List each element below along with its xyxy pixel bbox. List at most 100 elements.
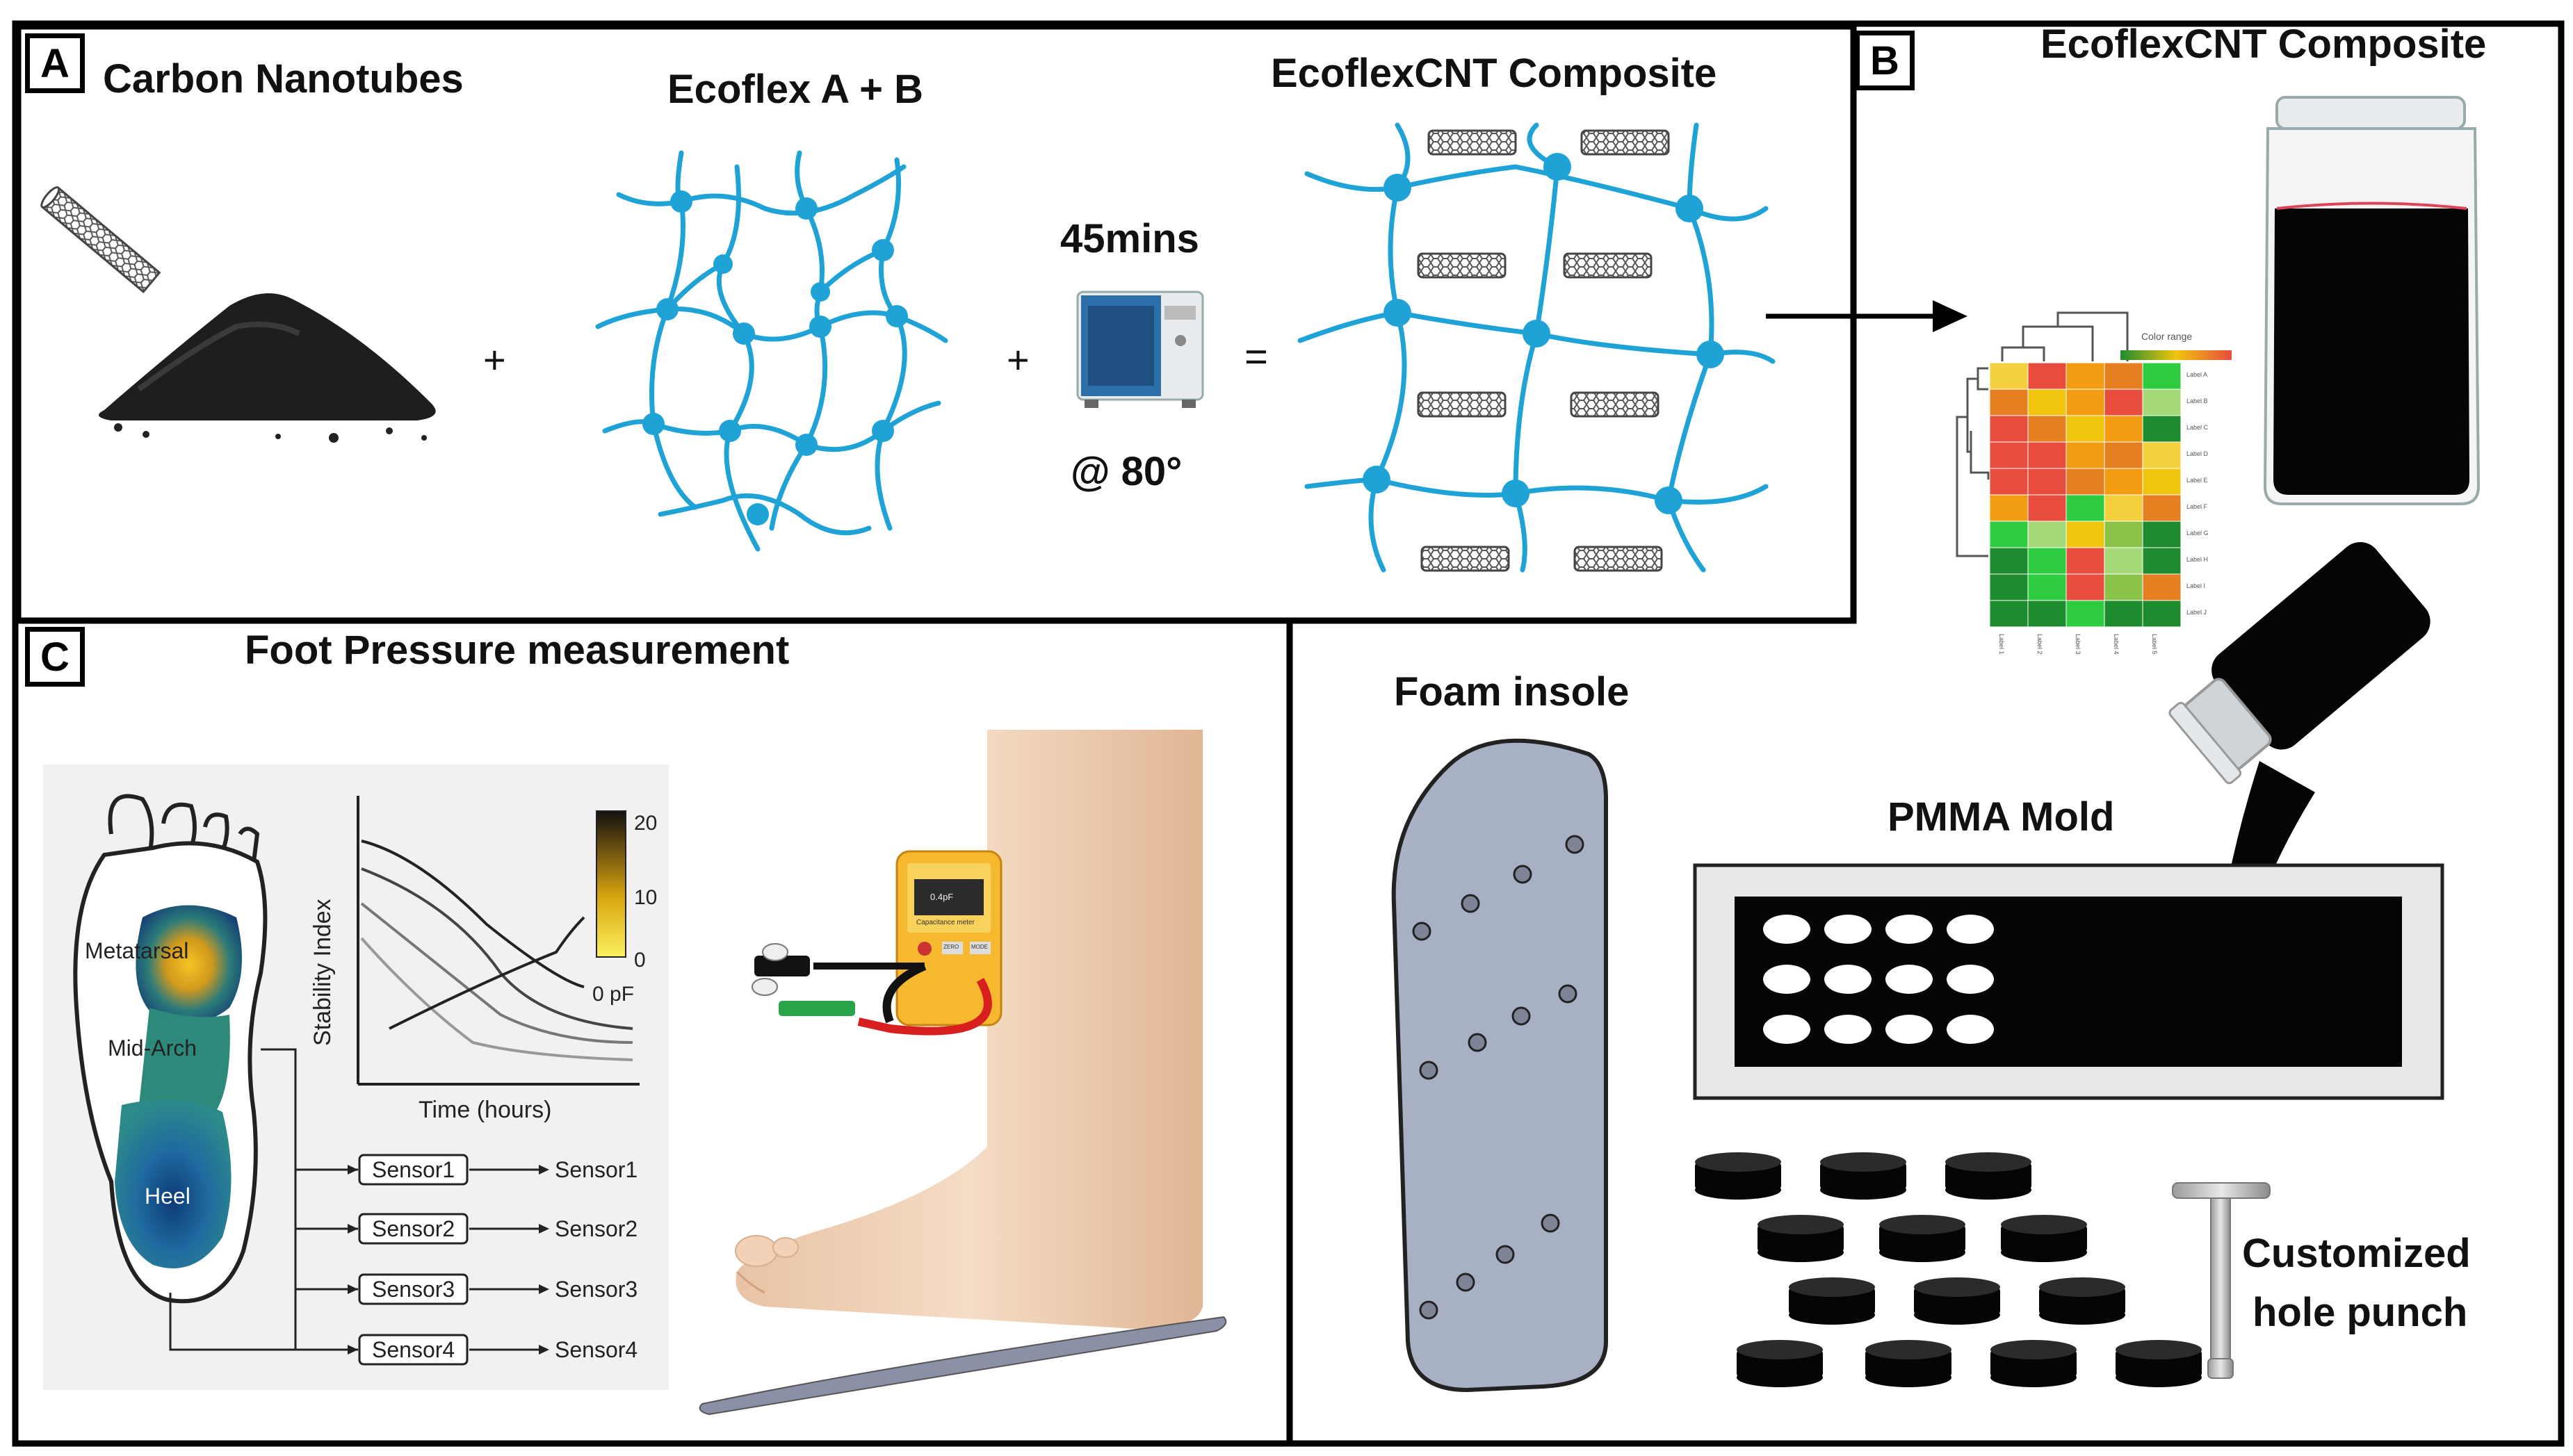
heatmap-col-label: Label 2 (2036, 634, 2043, 655)
composite-network-nodes (1363, 153, 1724, 514)
heatmap-cell (2065, 415, 2105, 443)
foam-insole-icon (1391, 738, 1608, 1393)
heatmap-cell (2065, 521, 2105, 548)
heatmap-cell (1989, 521, 2029, 548)
panel-c-letter: C (25, 627, 85, 687)
heatmap-cell (2065, 547, 2105, 575)
curve-3 (360, 902, 633, 1044)
heatmap-cell (1989, 573, 2029, 601)
heatmap-cell (2027, 468, 2067, 496)
heatmap-cell (2027, 441, 2067, 469)
mold-hole (1885, 915, 1933, 944)
b-composite-title: EcoflexCNT Composite (2040, 22, 2487, 67)
heatmap-cell (2027, 573, 2067, 601)
heatmap (1989, 362, 2182, 628)
heatmap-row-label: Label F (2186, 503, 2208, 510)
heatmap-row-label: Label D (2186, 450, 2209, 457)
heatmap-col-label: Label 4 (2113, 634, 2120, 655)
plus-sign-2: + (1007, 338, 1030, 382)
insole-hole (1565, 835, 1584, 854)
meter-btn-mode: MODE (971, 944, 988, 950)
heatmap-cell (2065, 600, 2105, 628)
insole-hole (1495, 1245, 1515, 1264)
pouring-bottle-icon (2168, 542, 2430, 785)
heatmap-cell (2027, 600, 2067, 628)
curve-5 (389, 916, 585, 1030)
heatmap-cell (2027, 494, 2067, 522)
insole-hole (1513, 865, 1532, 884)
heatmap-cell (2142, 415, 2182, 443)
mold-hole (1763, 965, 1810, 994)
heatmap-cell (2027, 415, 2067, 443)
heatmap-cell (2065, 441, 2105, 469)
stability-chart (357, 796, 640, 1086)
heatmap-col-label: Label 3 (2075, 634, 2081, 655)
heatmap-cell (2142, 494, 2182, 522)
heatmap-cell (2104, 494, 2143, 522)
heatmap-cell (2142, 600, 2182, 628)
heatmap-cell (2142, 468, 2182, 496)
mold-hole (1824, 965, 1872, 994)
heatmap-cell (2027, 362, 2067, 390)
pmma-mold-icon (1693, 863, 2444, 1100)
insole-hole (1558, 984, 1577, 1004)
heatmap-cell (1989, 468, 2029, 496)
cnt-puck (1789, 1277, 1875, 1325)
sensor-out-1: Sensor1 (555, 1157, 638, 1182)
cnt-puck (2001, 1215, 2087, 1262)
sensor-out-4: Sensor4 (555, 1337, 638, 1362)
heatmap-cell (2104, 547, 2143, 575)
heatmap-colorbar-title: Color range (2141, 331, 2193, 342)
insole-side-view (699, 1316, 1227, 1416)
insole-hole (1419, 1061, 1438, 1080)
heatmap-row-label: Label J (2186, 609, 2207, 616)
cnt-puck (2116, 1340, 2202, 1387)
mold-hole (1947, 915, 1994, 944)
cnt-puck (1914, 1277, 2000, 1325)
heatmap-cell (1989, 441, 2029, 469)
cnt-puck (2039, 1277, 2125, 1325)
mold-hole (1885, 965, 1933, 994)
heatmap-row-label: Label E (2186, 477, 2208, 484)
time-label: 45mins (1060, 216, 1199, 261)
heatmap-row-label: Label B (2186, 398, 2208, 404)
ecoflex-title: Ecoflex A + B (667, 67, 923, 112)
heatmap-cell (2065, 388, 2105, 416)
temp-label: @ 80° (1071, 449, 1183, 494)
ink-jar-icon (2263, 96, 2481, 505)
colorbar-tick-10: 10 (634, 886, 658, 909)
panel-c-title: Foot Pressure measurement (245, 628, 790, 673)
heatmap-cell (2104, 468, 2143, 496)
cnt-puck (1695, 1152, 1781, 1200)
insole-hole (1541, 1213, 1560, 1233)
mold-hole (1763, 1015, 1810, 1044)
heatmap-col-label: Label 1 (1998, 634, 2005, 655)
heatmap-row-label: Label C (2186, 424, 2209, 431)
colorbar-tick-20: 20 (634, 812, 658, 835)
heatmap-cell (2104, 415, 2143, 443)
curve-1 (361, 840, 585, 988)
sensor-boxes (358, 1154, 469, 1366)
heatmap-cell (2027, 521, 2067, 548)
heatmap-row-label: Label G (2186, 530, 2209, 537)
leg-foot-illustration (735, 730, 1203, 1329)
colorbar-tick-0: 0 (634, 949, 646, 972)
heatmap-cell (2065, 468, 2105, 496)
heatmap-dendrogram (1956, 311, 2129, 557)
region-mid-arch: Mid-Arch (108, 1036, 197, 1061)
heatmap-cell (1989, 362, 2029, 390)
heatmap-cell (2027, 388, 2067, 416)
heatmap-colorbar (2120, 350, 2232, 360)
hole-punch-icon (2172, 1182, 2271, 1379)
panel-b-letter: B (1855, 31, 1915, 90)
curve-4 (360, 937, 633, 1061)
capacitance-meter-icon (752, 850, 1003, 1036)
cnt-puck (1758, 1215, 1844, 1262)
sensor-out-2: Sensor2 (555, 1216, 638, 1241)
insole-hole (1511, 1006, 1531, 1026)
mold-hole (1763, 915, 1810, 944)
heatmap-cell (2065, 494, 2105, 522)
heatmap-cell (2104, 441, 2143, 469)
sensor-out-3: Sensor3 (555, 1277, 638, 1302)
